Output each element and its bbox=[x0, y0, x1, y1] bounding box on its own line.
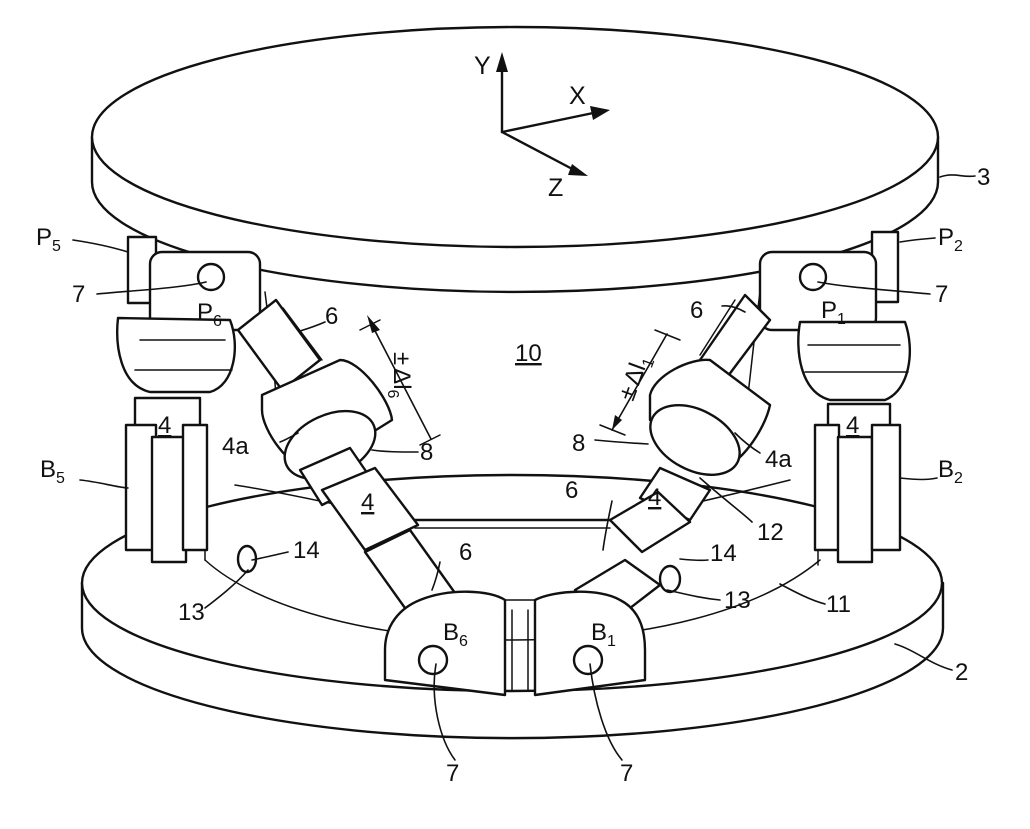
point-labels: P5 P2 P6 P1 B5 B2 B6 B1 bbox=[36, 224, 963, 650]
label-actuator-detail-right: 4a bbox=[765, 446, 792, 473]
label-actuator-right: 4 bbox=[648, 484, 661, 511]
bolt-p6-circle bbox=[196, 262, 226, 292]
label-port-right: 14 bbox=[710, 540, 737, 567]
label-port-housing-right: 13 bbox=[724, 587, 751, 614]
left-strut bbox=[236, 298, 462, 624]
label-b2: B2 bbox=[938, 456, 963, 487]
label-bolt-b6: 7 bbox=[446, 760, 459, 787]
label-actuator-right-rear: 4 bbox=[846, 412, 859, 439]
label-ring-right: 8 bbox=[572, 430, 585, 457]
label-base-plate: 2 bbox=[955, 659, 968, 686]
coordinate-axes bbox=[496, 52, 610, 176]
reference-labels: 3 2 10 11 7 7 7 7 6 6 6 6 4 4 4 4 4a 4a … bbox=[72, 164, 990, 787]
label-bolt-p1: 7 bbox=[935, 281, 948, 308]
axis-z-label: Z bbox=[548, 174, 563, 202]
right-rear-leg bbox=[758, 230, 912, 564]
label-p2: P2 bbox=[938, 224, 963, 255]
label-ring-left: 8 bbox=[420, 439, 433, 466]
label-collar: 12 bbox=[757, 519, 784, 546]
left-rear-leg bbox=[116, 235, 262, 564]
label-strut-right-mid: 6 bbox=[565, 477, 578, 504]
leader-lines bbox=[72, 174, 976, 761]
label-strut-left-low: 6 bbox=[459, 539, 472, 566]
top-plate bbox=[90, 25, 940, 529]
label-strut-right-top: 6 bbox=[690, 297, 703, 324]
label-strut-left-top: 6 bbox=[325, 303, 338, 330]
label-stroke-left: ±Δl6 bbox=[384, 352, 415, 399]
axis-y-label: Y bbox=[474, 52, 491, 80]
bottom-joints bbox=[383, 590, 647, 697]
label-port-housing-left: 13 bbox=[178, 599, 205, 626]
label-bolt-b1: 7 bbox=[620, 760, 633, 787]
label-plane: 11 bbox=[826, 591, 851, 618]
label-port-left: 14 bbox=[293, 537, 320, 564]
label-top-plate: 3 bbox=[977, 164, 990, 191]
label-b6: B6 bbox=[443, 619, 468, 650]
label-interior: 10 bbox=[515, 340, 542, 367]
bolt-p1-circle bbox=[798, 262, 828, 292]
label-p6: P6 bbox=[197, 299, 222, 330]
label-actuator-detail-left: 4a bbox=[222, 433, 249, 460]
stroke-dimensions bbox=[359, 315, 681, 446]
label-actuator-left-rear: 4 bbox=[158, 412, 171, 439]
label-p1: P1 bbox=[821, 297, 846, 328]
label-b1: B1 bbox=[591, 619, 616, 650]
axis-x-label: X bbox=[569, 82, 586, 110]
label-p5: P5 bbox=[36, 224, 61, 255]
label-bolt-p6: 7 bbox=[72, 281, 85, 308]
label-actuator-left: 4 bbox=[361, 489, 374, 516]
label-b5: B5 bbox=[40, 456, 65, 487]
